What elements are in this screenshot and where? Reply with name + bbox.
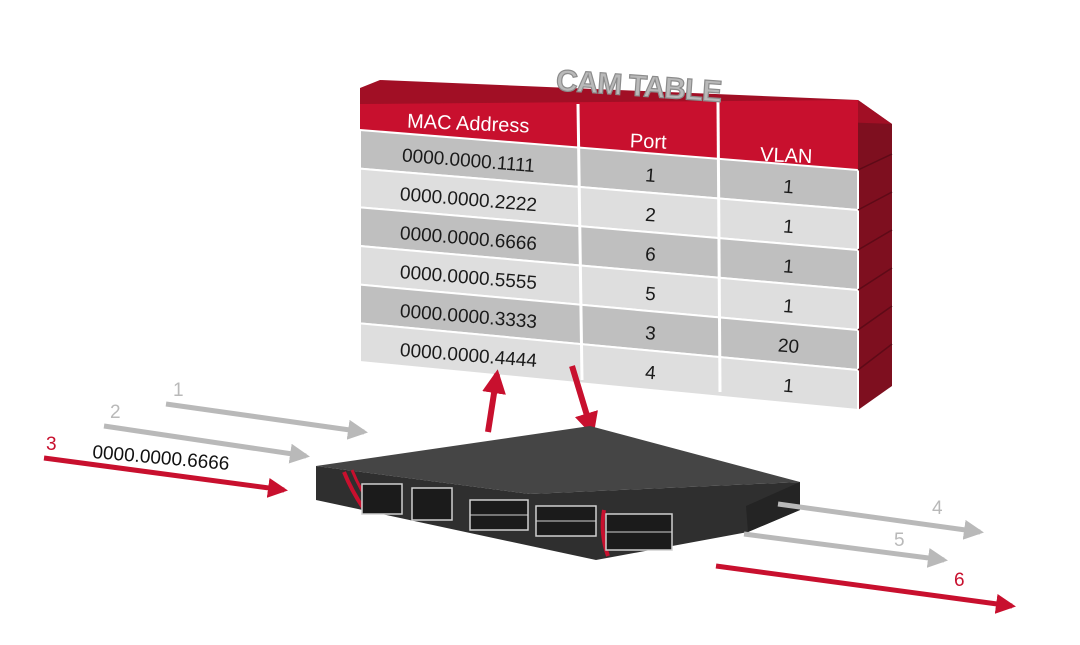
outgoing-label-5: 5 — [894, 530, 905, 551]
incoming-label-2: 2 — [110, 402, 121, 423]
cell-vlan: 1 — [782, 376, 794, 398]
cam-table-side-lines — [857, 153, 893, 371]
header-port: Port — [629, 130, 667, 154]
incoming-label-3: 3 — [46, 434, 57, 455]
switch-top-face — [316, 426, 800, 494]
switch-right-face — [746, 482, 800, 532]
cell-vlan: 1 — [782, 296, 794, 318]
incoming-arrow-3 — [43, 455, 288, 498]
lookup-arrow-down — [569, 365, 598, 437]
cell-port: 1 — [644, 165, 656, 187]
cell-port: 2 — [644, 205, 656, 227]
header-vlan: VLAN — [760, 144, 813, 168]
table-row — [359, 322, 859, 412]
frame-mac-label: 0000.0000.6666 — [92, 442, 231, 475]
cell-vlan: 1 — [782, 177, 794, 199]
incoming-label-1: 1 — [173, 380, 184, 401]
outgoing-arrow-5 — [743, 531, 948, 568]
cam-table-header-band — [360, 100, 858, 170]
cam-table-rows — [359, 128, 859, 412]
outgoing-label-6: 6 — [954, 570, 965, 591]
column-divider-port — [576, 103, 584, 381]
lookup-arrow-up — [482, 369, 506, 433]
cell-port: 6 — [644, 244, 656, 266]
switch-port-block-2 — [535, 505, 597, 537]
lookup-arrows — [482, 365, 598, 437]
cell-vlan: 1 — [782, 256, 794, 278]
incoming-arrow-1 — [165, 401, 368, 440]
incoming-arrow-2 — [103, 423, 310, 464]
switch-uplink-ports — [361, 483, 453, 521]
header-mac-address: MAC Address — [407, 110, 530, 137]
cell-port: 3 — [644, 323, 656, 345]
column-divider-vlan — [716, 101, 722, 393]
outgoing-frames: 4 5 6 — [715, 498, 1016, 614]
cell-vlan: 1 — [782, 216, 794, 238]
cell-port: 5 — [644, 284, 656, 306]
switch-port-block-3 — [605, 513, 673, 551]
outgoing-arrow-6 — [715, 563, 1016, 614]
outgoing-label-4: 4 — [932, 498, 943, 519]
cell-vlan: 20 — [777, 335, 800, 358]
switch-port-block-1 — [469, 499, 529, 531]
outgoing-arrow-4 — [777, 501, 984, 540]
cam-table-side-face — [858, 100, 892, 410]
switch-accent-right — [600, 509, 610, 557]
cell-port: 4 — [644, 363, 657, 385]
network-switch — [316, 426, 800, 560]
